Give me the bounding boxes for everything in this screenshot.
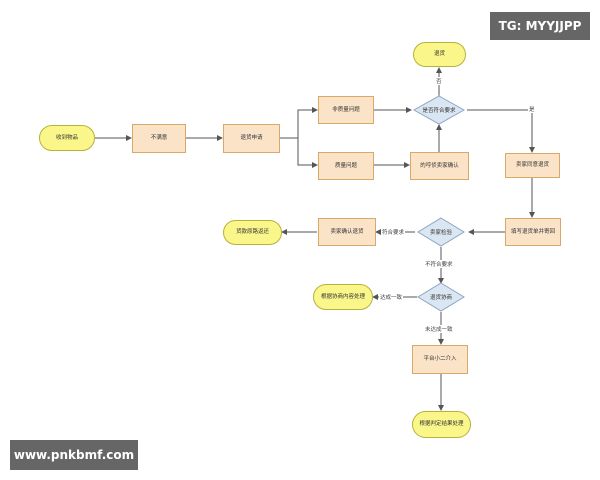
node-handle-ruling: 根据判定结果处理 — [412, 411, 471, 438]
edge-request-nonquality — [280, 107, 318, 139]
node-seller-agree: 卖家同意退货 — [505, 153, 560, 178]
node-refund-back: 货款原路返还 — [223, 220, 282, 245]
node-negotiate: 退货协商 — [417, 282, 465, 312]
label-no: 否 — [435, 77, 443, 85]
node-refund-request: 退货申请 — [223, 124, 280, 153]
label-agreed: 达成一致 — [379, 293, 404, 301]
node-quality: 质量问题 — [318, 152, 374, 180]
node-seller-confirm: 的哼侦卖家确认 — [410, 152, 469, 180]
node-seller-confirm-return: 卖家确认退货 — [318, 218, 376, 246]
node-meets-req-label: 是否符合要求 — [422, 108, 456, 114]
edge-request-quality — [297, 138, 318, 168]
node-seller-inspect-label: 卖家检验 — [429, 230, 452, 236]
label-yes: 是 — [528, 105, 536, 113]
watermark-top: TG: MYYJJPP — [490, 12, 590, 40]
node-fill-return: 填写退货单并寄回 — [505, 218, 561, 246]
node-negotiate-label: 退货协商 — [429, 295, 452, 301]
node-non-quality: 非质量问题 — [318, 96, 374, 124]
node-unsatisfied: 不满意 — [132, 124, 186, 153]
label-not-agreed: 未达成一致 — [424, 325, 454, 333]
edge-meets-agree — [467, 109, 535, 153]
watermark-bottom: www.pnkbmf.com — [10, 440, 138, 470]
node-meets-req: 是否符合要求 — [413, 95, 465, 125]
node-refund-top: 退货 — [413, 42, 466, 67]
node-platform-intervene: 平台小二介入 — [412, 345, 468, 374]
node-handle-agreement: 根据协商内容处理 — [313, 284, 373, 310]
node-receive: 收到物品 — [39, 125, 95, 151]
label-not-meets: 不符合要求 — [424, 260, 454, 268]
node-seller-inspect: 卖家检验 — [417, 217, 465, 247]
label-meets: 符合要求 — [381, 228, 406, 236]
